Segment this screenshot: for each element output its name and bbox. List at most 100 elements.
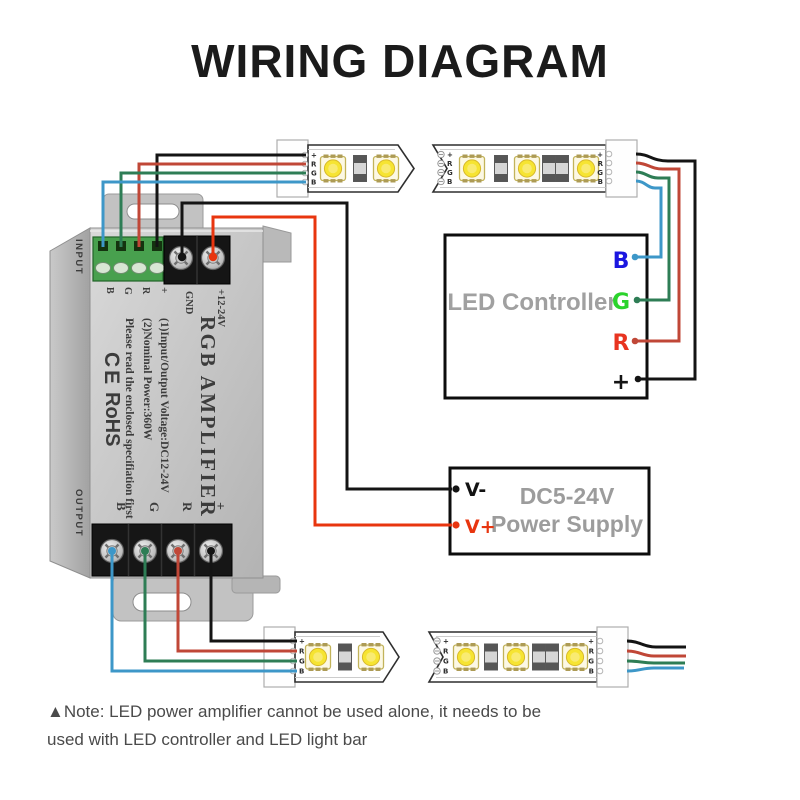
- ce-mark: CE: [100, 352, 123, 387]
- led-strip-top-right: + R G B + R G B: [431, 139, 638, 198]
- resistor: [555, 155, 569, 182]
- amplifier-bottom-mount-hole: [132, 592, 192, 612]
- led-chip: [372, 153, 400, 184]
- resistor: [545, 643, 559, 671]
- rgb-amplifier: INPUT OUTPUT B G R + GND +12-24V RGB AMP…: [49, 193, 292, 622]
- power-supply-vminus: V-: [465, 479, 486, 501]
- power-terminal-block: [163, 235, 231, 285]
- led-chip: [304, 642, 332, 672]
- dot-controller-r: [631, 337, 639, 345]
- led-controller: LED Controller B G R +: [443, 233, 649, 400]
- led-strip-bottom-right: + R G B + R G B: [427, 626, 629, 688]
- output-terminal-r: R: [180, 502, 195, 512]
- strip-pad-r: R: [299, 648, 305, 656]
- dot-controller-b: [631, 253, 639, 261]
- led-chip: [502, 642, 530, 672]
- wire-output-g: [143, 551, 297, 663]
- strip-pad-b: B: [311, 179, 316, 187]
- power-supply: DC5-24V Power Supply V- V+: [448, 466, 651, 556]
- strip-connector: [605, 139, 638, 198]
- wire-output-plus: [209, 551, 297, 643]
- dot-controller-plus: [634, 375, 642, 383]
- amplifier-spec3: Please read the enclosed specifiation fi…: [123, 318, 135, 519]
- input-terminal-g: G: [122, 287, 133, 295]
- strip-connector: [596, 626, 629, 688]
- output-terminal-plus: +: [212, 502, 227, 510]
- amplifier-output-label: OUTPUT: [73, 489, 84, 537]
- input-terminal-b: B: [104, 287, 115, 294]
- dot-gnd-screw: [177, 252, 187, 262]
- power-supply-vplus: V+: [465, 516, 496, 538]
- strip-pad-b: B: [598, 178, 603, 186]
- strip-pad-b: B: [589, 668, 594, 676]
- dot-output-r: [174, 547, 182, 555]
- amplifier-spec1: (1)Input/Output Voltage:DC12-24V: [158, 318, 170, 493]
- input-terminal-plus: +: [158, 287, 170, 293]
- strip-connector: [263, 626, 296, 688]
- amplifier-bottom-right-tab: [231, 575, 281, 594]
- gnd-terminal-label: GND: [183, 291, 194, 315]
- strip-pad-plus: +: [588, 638, 594, 646]
- wires: [101, 152, 697, 673]
- wire-12v-to-vplus: [211, 215, 452, 527]
- controller-terminal-r: R: [613, 331, 630, 356]
- led-chip: [357, 642, 385, 672]
- amplifier-top-mount-hole: [126, 203, 180, 220]
- wire-output-b: [110, 551, 297, 673]
- power-supply-name-line1: DC5-24V: [520, 483, 615, 509]
- amplifier-brand-text: RGB AMPLIFIER: [196, 316, 220, 518]
- wire-tail-r: [626, 649, 686, 658]
- led-chip: [561, 642, 589, 672]
- dot-output-plus: [207, 547, 215, 555]
- power-supply-name-line2: Power Supply: [491, 511, 643, 537]
- strip-pad-g: G: [299, 658, 305, 666]
- resistor: [338, 643, 352, 671]
- led-chip: [458, 153, 486, 184]
- dot-controller-g: [633, 296, 641, 304]
- controller-label: LED Controller: [447, 289, 616, 316]
- wire-input-plus: [155, 153, 306, 247]
- strip-pad-g: G: [443, 658, 449, 666]
- controller-terminal-plus: +: [612, 370, 630, 395]
- dot-output-b: [108, 547, 116, 555]
- wire-strip-to-controller-plus: [635, 152, 697, 381]
- led-chip: [452, 642, 480, 672]
- wire-strip-to-controller-b: [635, 179, 663, 259]
- wire-tail-g: [626, 659, 685, 665]
- strip-pad-g: G: [588, 658, 594, 666]
- controller-terminal-g: G: [612, 290, 630, 315]
- wire-input-g: [119, 171, 306, 247]
- strip-pad-r: R: [589, 648, 595, 656]
- wire-output-r: [176, 551, 297, 653]
- led-strip-bottom-left: + R G B: [263, 626, 400, 688]
- note-line1: ▲Note: LED power amplifier cannot be use…: [47, 702, 542, 721]
- output-terminal-g: G: [147, 502, 162, 512]
- amplifier-front-face: [89, 227, 264, 579]
- wire-gnd-to-vminus: [180, 201, 452, 491]
- strip-pad-plus: +: [299, 638, 305, 646]
- strip-pad-plus: +: [311, 152, 317, 160]
- resistor: [532, 643, 546, 671]
- output-terminal-b: B: [114, 502, 129, 511]
- strip-connector: [276, 139, 309, 198]
- resistor: [484, 643, 498, 671]
- strip-pad-plus: +: [443, 638, 449, 646]
- strip-pad-g: G: [597, 169, 603, 177]
- controller-terminal-b: B: [613, 249, 630, 274]
- wire-input-b: [101, 180, 306, 247]
- led-chip: [513, 153, 541, 184]
- strip-pad-plus: +: [597, 151, 603, 159]
- strip-pad-b: B: [447, 178, 452, 186]
- dot-output-g: [141, 547, 149, 555]
- amplifier-input-label: INPUT: [73, 239, 84, 275]
- strip-pad-g: G: [311, 170, 317, 178]
- dot-psu-vminus: [452, 485, 460, 493]
- resistor: [494, 155, 508, 182]
- dot-12v-screw: [208, 252, 218, 262]
- strip-pad-r: R: [598, 160, 604, 168]
- strip-pad-plus: +: [447, 151, 453, 159]
- 12-24v-terminal-label: +12-24V: [215, 289, 226, 327]
- amplifier-spec2: (2)Nominal Power:360W: [141, 318, 153, 441]
